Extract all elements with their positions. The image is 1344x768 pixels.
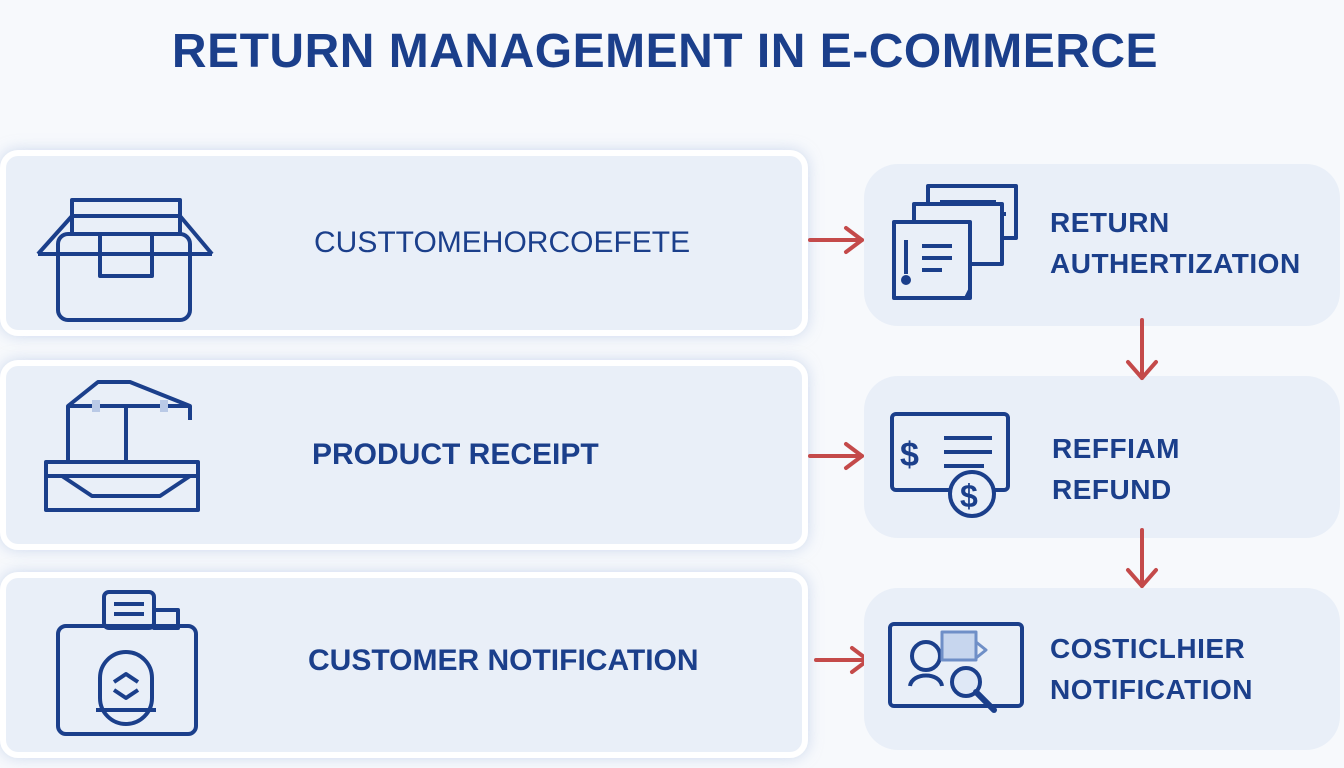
step-refund-label: REFFIAM REFUND — [1052, 428, 1180, 510]
step-return-authorization-panel: RETURN AUTHERTIZATION — [864, 164, 1340, 326]
step-return-authorization-line2: AUTHERTIZATION — [1050, 248, 1301, 279]
step-customer-request-panel: CUSTTOMEHORCOEFETE — [0, 150, 808, 336]
refund-check-icon: $ $ — [890, 412, 1010, 518]
arrow-down-2 — [1126, 528, 1158, 588]
open-box-icon — [36, 198, 214, 322]
receiving-dock-icon — [44, 380, 200, 512]
step-product-receipt-label: PRODUCT RECEIPT — [312, 438, 599, 471]
arrow-right-2 — [808, 442, 864, 470]
step-costicl-notification-line1: COSTICLHIER — [1050, 633, 1246, 664]
monitor-search-icon — [888, 622, 1024, 713]
step-refund-line2: REFUND — [1052, 474, 1172, 505]
step-refund-line1: REFFIAM — [1052, 433, 1180, 464]
step-costicl-notification-panel: COSTICLHIER NOTIFICATION — [864, 588, 1340, 750]
step-return-authorization-label: RETURN AUTHERTIZATION — [1050, 202, 1301, 284]
svg-text:$: $ — [900, 436, 919, 474]
step-product-receipt-panel: PRODUCT RECEIPT — [0, 360, 808, 550]
arrow-down-1 — [1126, 318, 1158, 380]
arrow-right-1 — [808, 226, 864, 254]
mailbox-icon — [56, 590, 198, 736]
step-customer-notification-label: CUSTOMER NOTIFICATION — [308, 644, 699, 677]
svg-text:$: $ — [960, 478, 978, 514]
documents-icon — [892, 184, 1018, 300]
step-return-authorization-line1: RETURN — [1050, 207, 1170, 238]
step-costicl-notification-label: COSTICLHIER NOTIFICATION — [1050, 628, 1253, 710]
step-refund-panel: $ $ REFFIAM REFUND — [864, 376, 1340, 538]
step-costicl-notification-line2: NOTIFICATION — [1050, 674, 1254, 705]
step-customer-request-label: CUSTTOMEHORCOEFETE — [314, 226, 691, 259]
diagram-title: RETURN MANAGEMENT IN E-COMMERCE — [171, 25, 1159, 78]
step-customer-notification-panel: CUSTOMER NOTIFICATION — [0, 572, 808, 758]
